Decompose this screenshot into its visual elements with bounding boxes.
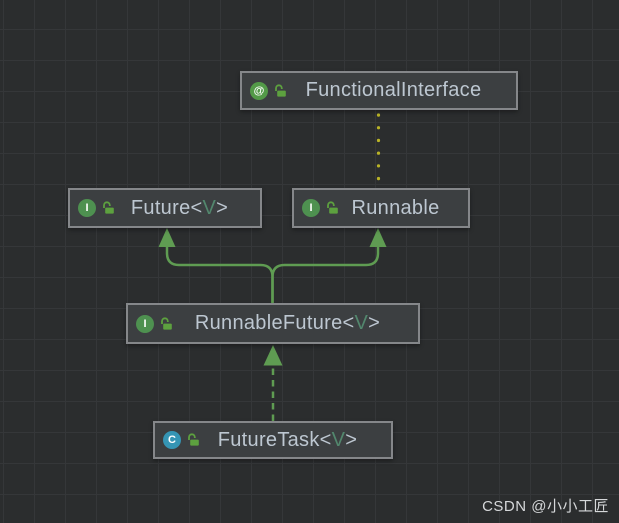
- node-label: Future<V>: [130, 196, 229, 219]
- class-icon: C: [163, 431, 181, 449]
- diagram-node-runnablefuture[interactable]: I RunnableFuture<V>: [126, 303, 420, 344]
- node-label: Runnable: [351, 196, 440, 219]
- arrowhead-implements-runnablefuture: [263, 345, 283, 366]
- unlocked-public-icon: [325, 201, 339, 215]
- watermark: CSDN @小小工匠: [482, 498, 609, 515]
- edge-extends-future: [165, 247, 274, 303]
- annotation-icon: @: [250, 81, 268, 100]
- diagram-node-future[interactable]: I Future<V>: [68, 188, 262, 228]
- unlocked-public-icon: [159, 316, 173, 331]
- node-label: FutureTask<V>: [217, 428, 358, 451]
- arrowhead-extends-runnable: [369, 228, 387, 247]
- edge-extends-runnable: [271, 247, 380, 303]
- interface-icon: I: [302, 199, 320, 217]
- node-label: FunctionalInterface: [305, 79, 482, 101]
- arrowhead-extends-future: [158, 228, 176, 247]
- unlocked-public-icon: [101, 201, 115, 215]
- diagram-node-runnable[interactable]: I Runnable: [292, 188, 470, 228]
- diagram-node-futuretask[interactable]: C FutureTask<V>: [153, 421, 393, 459]
- diagram-node-functionalinterface[interactable]: @ FunctionalInterface: [240, 71, 518, 110]
- unlocked-public-icon: [186, 433, 200, 447]
- unlocked-public-icon: [273, 83, 287, 98]
- interface-icon: I: [136, 314, 154, 333]
- node-label: RunnableFuture<V>: [194, 312, 381, 334]
- interface-icon: I: [78, 199, 96, 217]
